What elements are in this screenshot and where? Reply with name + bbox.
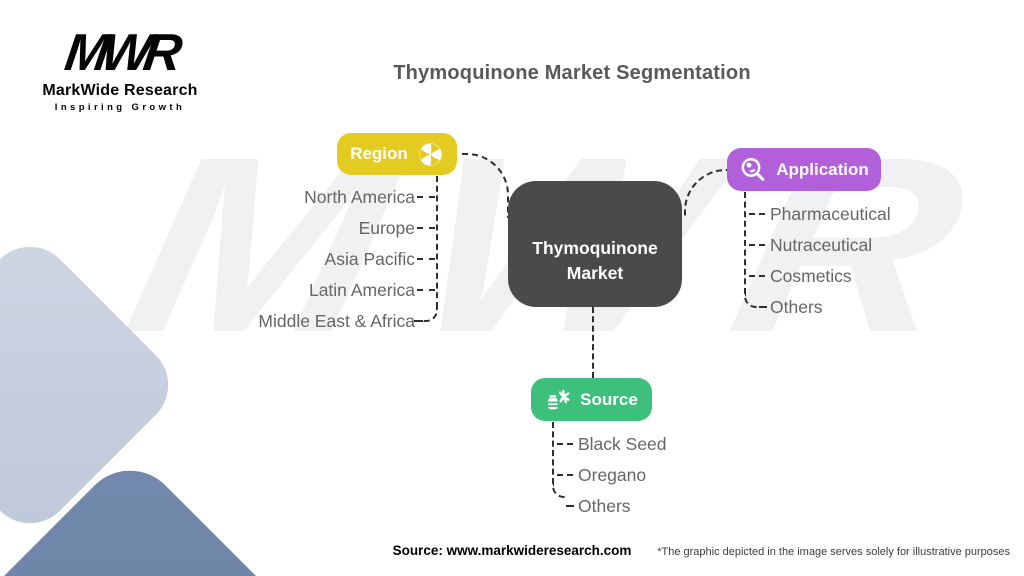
application-leaf-list: Pharmaceutical Nutraceutical Cosmetics O… bbox=[770, 203, 891, 318]
connector-center-to-source bbox=[592, 307, 594, 378]
footer-disclaimer: *The graphic depicted in the image serve… bbox=[657, 546, 1010, 558]
connector-application-item-1 bbox=[749, 213, 765, 215]
magnifier-icon bbox=[739, 156, 767, 184]
center-node-line1: Thymoquinone bbox=[532, 238, 658, 258]
connector-source-trunk bbox=[552, 422, 554, 484]
herb-jar-icon bbox=[545, 387, 571, 413]
source-leaf: Others bbox=[578, 496, 631, 516]
region-leaf-list: North America Europe Asia Pacific Latin … bbox=[258, 186, 415, 332]
connector-region-item-3 bbox=[417, 258, 435, 260]
region-leaf: North America bbox=[304, 187, 415, 207]
region-badge: Region bbox=[337, 133, 457, 175]
logo-company-name: MarkWide Research bbox=[42, 81, 198, 99]
connector-application-trunk-corner bbox=[744, 294, 759, 308]
connector-source-item-1 bbox=[557, 443, 573, 445]
connector-region-item-1 bbox=[417, 196, 435, 198]
source-badge-label: Source bbox=[580, 389, 638, 409]
region-leaf: Asia Pacific bbox=[324, 249, 415, 269]
connector-source-item-2 bbox=[557, 474, 573, 476]
application-leaf: Cosmetics bbox=[770, 266, 852, 286]
connector-application-trunk bbox=[744, 192, 746, 294]
center-node-thymoquinone-market: Thymoquinone Market bbox=[508, 181, 682, 307]
region-leaf: Middle East & Africa bbox=[258, 311, 415, 331]
application-leaf: Pharmaceutical bbox=[770, 204, 891, 224]
markwide-logo: MWR MarkWide Research Inspiring Growth bbox=[40, 24, 200, 113]
connector-application-item-3 bbox=[749, 275, 765, 277]
connector-source-item-3 bbox=[566, 505, 574, 507]
application-leaf: Nutraceutical bbox=[770, 235, 873, 255]
footer-source-url: Source: www.markwideresearch.com bbox=[392, 543, 632, 558]
source-leaf-list: Black Seed Oregano Others bbox=[578, 433, 667, 517]
connector-region-item-4 bbox=[417, 289, 435, 291]
connector-source-trunk-corner bbox=[552, 484, 567, 498]
region-leaf: Europe bbox=[358, 218, 415, 238]
connector-region-item-2 bbox=[417, 227, 435, 229]
globe-icon bbox=[417, 141, 444, 168]
region-badge-label: Region bbox=[350, 144, 408, 163]
connector-application-item-4 bbox=[759, 306, 767, 308]
center-node-line2: Market bbox=[566, 263, 624, 283]
application-badge: Application bbox=[727, 148, 881, 191]
page-title: Thymoquinone Market Segmentation bbox=[393, 62, 751, 84]
logo-tagline: Inspiring Growth bbox=[54, 101, 186, 113]
source-badge: Source bbox=[531, 378, 652, 421]
application-leaf: Others bbox=[770, 297, 823, 317]
region-leaf: Latin America bbox=[308, 280, 415, 300]
connector-application-item-2 bbox=[749, 244, 765, 246]
application-badge-label: Application bbox=[776, 159, 869, 179]
connector-region-item-5 bbox=[414, 320, 423, 322]
source-leaf: Oregano bbox=[578, 465, 647, 485]
source-leaf: Black Seed bbox=[578, 434, 667, 454]
connector-region-trunk bbox=[436, 176, 438, 308]
